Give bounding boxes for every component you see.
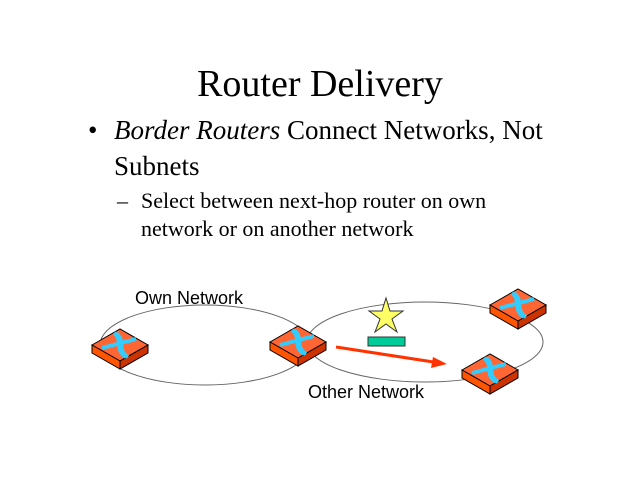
router-other-top [488, 287, 548, 331]
bullet-italic: Border Routers [114, 115, 281, 145]
own-network-label: Own Network [135, 288, 244, 308]
router-own [90, 327, 150, 371]
star-icon [367, 296, 405, 334]
sub-bullet-select: – Select between next-hop router on own … [117, 187, 561, 243]
sub-bullet-text: Select between next-hop router on own ne… [141, 188, 487, 241]
sub-bullet-marker: – [117, 188, 128, 213]
router-other-bottom [460, 352, 520, 396]
packet-bar [367, 336, 406, 347]
bullet-text: Connect Networks, Not Subnets [114, 115, 543, 181]
route-arrow [335, 345, 441, 365]
bullet-border-routers: • Border Routers Connect Networks, Not S… [88, 112, 594, 184]
slide-title: Router Delivery [197, 63, 443, 105]
other-network-label: Other Network [308, 382, 425, 402]
arrow-head-icon [431, 357, 447, 368]
router-border [268, 324, 328, 368]
bullet-marker: • [88, 115, 98, 145]
